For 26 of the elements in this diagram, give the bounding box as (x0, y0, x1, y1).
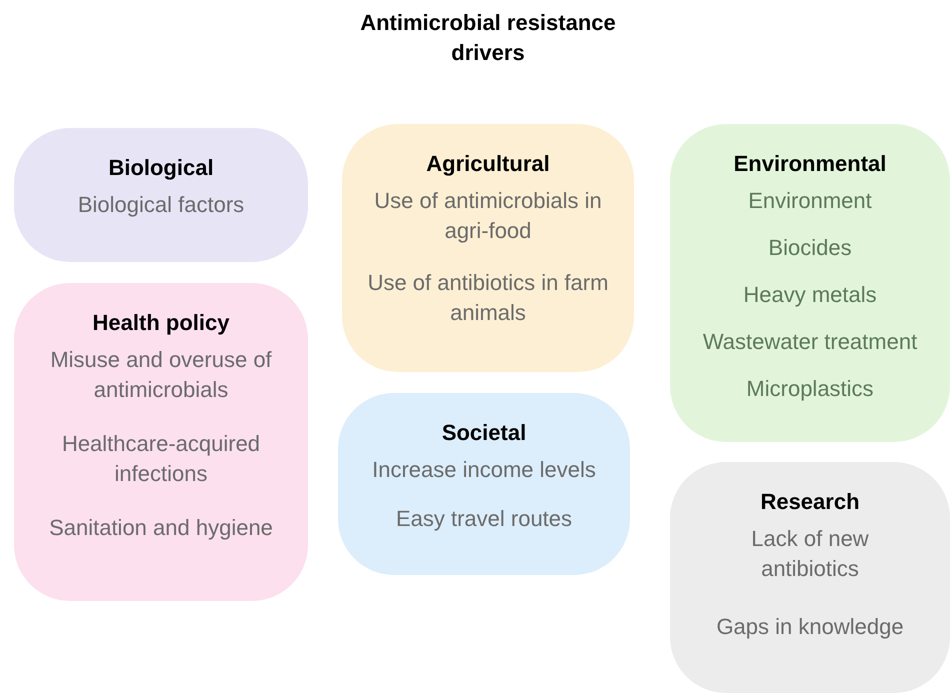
driver-text: Wastewater treatment (702, 328, 918, 356)
card-heading: Agricultural (426, 150, 550, 178)
card-heading: Environmental (734, 150, 886, 178)
driver-text: Use of antimicrobials in agri-food (373, 187, 603, 245)
card-heading: Societal (442, 419, 526, 447)
category-card (342, 124, 634, 372)
driver-text: Environment (748, 187, 872, 215)
card-heading: Biological (108, 154, 214, 182)
driver-text: Heavy metals (743, 281, 877, 309)
driver-text: Healthcare-acquired infections (60, 430, 262, 488)
driver-text: Microplastics (746, 375, 874, 403)
card-heading: Research (760, 488, 860, 516)
driver-text: Sanitation and hygiene (49, 514, 273, 542)
driver-text: Misuse and overuse of antimicrobials (49, 346, 273, 404)
driver-text: Gaps in knowledge (716, 613, 904, 641)
category-card (14, 283, 308, 601)
driver-text: Biocides (768, 234, 852, 262)
driver-text: Use of antibiotics in farm animals (366, 269, 610, 327)
category-card (670, 124, 950, 442)
driver-text: Lack of new antibiotics (750, 525, 870, 583)
category-card (338, 393, 630, 575)
diagram-title: Antimicrobial resistance drivers (359, 9, 617, 67)
card-heading: Health policy (92, 309, 230, 337)
driver-text: Biological factors (78, 191, 244, 219)
driver-text: Increase income levels (372, 456, 596, 484)
driver-text: Easy travel routes (396, 505, 572, 533)
